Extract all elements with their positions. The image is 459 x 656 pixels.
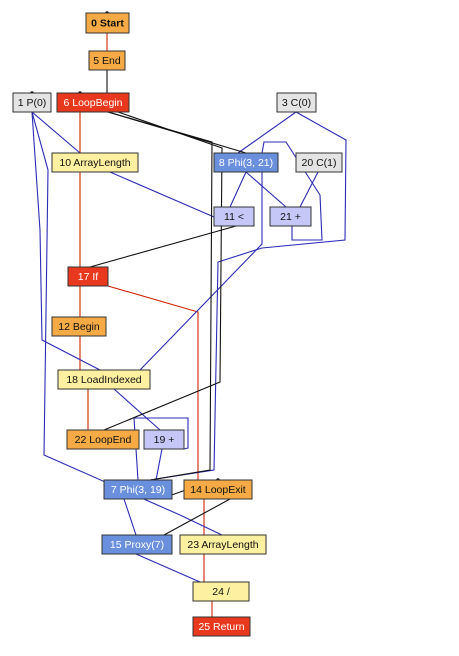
node-label: 14 LoopExit [190, 484, 246, 496]
node-box [183, 479, 253, 500]
node-box [56, 92, 130, 113]
node-label: 0 Start [91, 18, 124, 30]
node-25-return[interactable]: 25 Return [192, 616, 251, 637]
node-11[interactable]: 11 < [213, 206, 255, 227]
edge-n8-to-n18 [139, 172, 263, 371]
node-8-phi-3-21[interactable]: 8 Phi(3, 21) [213, 152, 279, 173]
node-box [66, 429, 140, 450]
node-10-arraylength[interactable]: 10 ArrayLength [51, 152, 139, 173]
node-18-loadindexed[interactable]: 18 LoadIndexed [57, 369, 151, 390]
node-20-c-1[interactable]: 20 C(1) [295, 152, 343, 173]
node-14-loopexit[interactable]: 14 LoopExit [183, 479, 253, 500]
node-label: 10 ArrayLength [59, 157, 130, 169]
node-box [192, 581, 250, 602]
edge-n18-to-n19 [113, 388, 161, 431]
node-label: 6 LoopBegin [64, 97, 123, 109]
edge-n8-to-n21 [245, 171, 287, 208]
node-label: 7 Phi(3, 19) [111, 484, 165, 496]
edge-n15-to-n24 [135, 553, 201, 583]
node-label: 21 + [280, 211, 301, 223]
node-label: 15 Proxy(7) [110, 539, 164, 551]
edge-n3-to-n8 [237, 111, 297, 154]
port-layer [30, 11, 220, 482]
node-5-end[interactable]: 5 End [88, 50, 126, 71]
node-box [192, 616, 251, 637]
node-box [295, 152, 343, 173]
edge-n10-to-n11 [109, 171, 215, 218]
node-box [85, 12, 130, 34]
edge-n1-to-n23 [31, 111, 223, 536]
edge-n14-to-n15 [163, 498, 231, 536]
node-box [101, 534, 173, 555]
node-12-begin[interactable]: 12 Begin [51, 316, 107, 337]
node-6-loopbegin[interactable]: 6 LoopBegin [56, 92, 130, 113]
node-layer: 0 Start 5 End 1 P(0) 6 LoopBegin 3 C(0) 10 Ar… [12, 12, 343, 637]
edge-n1-to-n10 [31, 111, 81, 154]
node-label: 23 ArrayLength [187, 539, 258, 551]
edge-n17-to-n14 [107, 285, 199, 480]
edge-n21-to-n8 [261, 141, 323, 241]
node-1-p-0[interactable]: 1 P(0) [12, 92, 52, 113]
edge-n7-to-n15 [123, 498, 137, 536]
edge-layer [31, 33, 347, 617]
node-box [213, 152, 279, 173]
node-box [179, 534, 267, 555]
edge-n19-to-n7 [155, 448, 163, 481]
node-15-proxy-7[interactable]: 15 Proxy(7) [101, 534, 173, 555]
node-label: 3 C(0) [282, 97, 311, 109]
node-box [67, 266, 109, 287]
node-box [143, 429, 185, 450]
edge-n8-to-n11 [229, 171, 247, 208]
node-19[interactable]: 19 + [143, 429, 185, 450]
node-label: 22 LoopEnd [75, 434, 132, 446]
node-box [12, 92, 52, 113]
node-22-loopend[interactable]: 22 LoopEnd [66, 429, 140, 450]
edge-n1-to-n18 [31, 111, 101, 371]
node-box [103, 479, 173, 500]
node-label: 8 Phi(3, 21) [219, 157, 273, 169]
node-box [276, 92, 317, 113]
node-box [51, 316, 107, 337]
node-23-arraylength[interactable]: 23 ArrayLength [179, 534, 267, 555]
node-label: 1 P(0) [18, 97, 47, 109]
node-label: 5 End [93, 55, 121, 67]
node-box [269, 206, 312, 227]
edge-n3-to-n7 [149, 111, 347, 481]
node-label: 25 Return [198, 621, 244, 633]
node-label: 19 + [154, 434, 175, 446]
node-label: 11 < [224, 211, 244, 223]
node-0-start[interactable]: 0 Start [85, 12, 130, 34]
node-box [57, 369, 151, 390]
node-3-c-0[interactable]: 3 C(0) [276, 92, 317, 113]
node-box [213, 206, 255, 227]
edge-n11-to-n17 [89, 225, 237, 268]
node-24[interactable]: 24 / [192, 581, 250, 602]
node-label: 24 / [212, 586, 230, 598]
node-21[interactable]: 21 + [269, 206, 312, 227]
node-label: 18 LoadIndexed [66, 374, 141, 386]
node-label: 17 If [78, 271, 99, 283]
node-box [51, 152, 139, 173]
node-label: 12 Begin [58, 321, 100, 333]
node-label: 20 C(1) [301, 157, 336, 169]
node-box [88, 50, 126, 71]
node-17-if[interactable]: 17 If [67, 266, 109, 287]
node-7-phi-3-19[interactable]: 7 Phi(3, 19) [103, 479, 173, 500]
edge-n20-to-n21 [299, 171, 319, 208]
edge-n22-to-n6 [103, 111, 223, 431]
